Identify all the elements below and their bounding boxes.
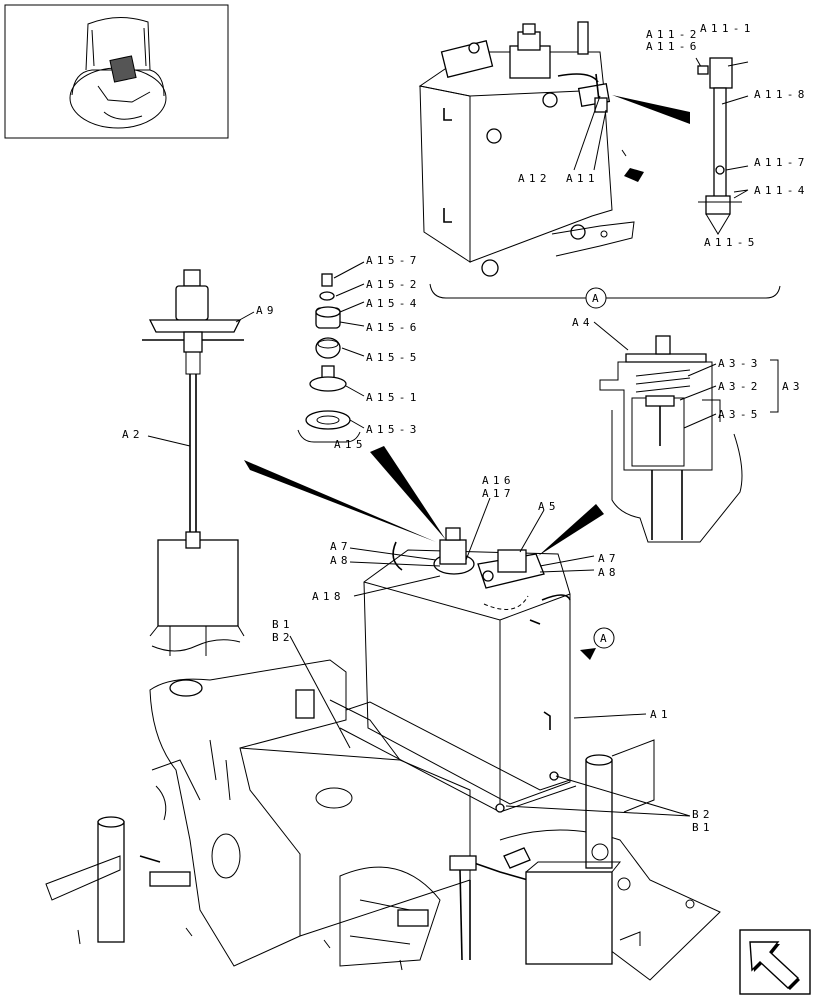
callout-b2-top: B2 <box>272 631 294 644</box>
callout-b1-bottom: B1 <box>692 821 714 834</box>
callout-a11-2: A11-2 <box>646 28 701 41</box>
callout-labels: A11-1 A11-2 A11-6 A11-8 A11-7 A11-4 A11-… <box>122 22 809 834</box>
callout-a3: A3 <box>782 380 804 393</box>
main-tank <box>339 527 577 813</box>
callout-a11-8: A11-8 <box>754 88 809 101</box>
callout-a11-5: A11-5 <box>704 236 759 249</box>
callout-a15-2: A15-2 <box>366 278 421 291</box>
callout-a1: A1 <box>650 708 672 721</box>
callout-a18: A18 <box>312 590 345 603</box>
callout-a11-6: A11-6 <box>646 40 701 53</box>
callout-a8-left: A8 <box>330 554 352 567</box>
callout-a11-1: A11-1 <box>700 22 755 35</box>
callout-a11: A11 <box>566 172 599 185</box>
callout-a17: A17 <box>482 487 515 500</box>
callout-a15-6: A15-6 <box>366 321 421 334</box>
machine-frame <box>45 659 721 981</box>
callout-a3-5: A3-5 <box>718 408 762 421</box>
callout-a15-1: A15-1 <box>366 391 421 404</box>
callout-a9: A9 <box>256 304 278 317</box>
callout-a15-3: A15-3 <box>366 423 421 436</box>
callout-a15: A15 <box>334 438 367 451</box>
callout-a5: A5 <box>538 500 560 513</box>
view-marker-side-label: A <box>600 632 607 645</box>
a11-component <box>695 57 742 235</box>
callout-a16: A16 <box>482 474 515 487</box>
leader-lines <box>147 61 779 817</box>
tank-top-view <box>418 21 690 277</box>
callout-b2-bottom: B2 <box>692 808 714 821</box>
a3-detail-view <box>599 335 743 543</box>
callout-a11-7: A11-7 <box>754 156 809 169</box>
callout-a8-right: A8 <box>598 566 620 579</box>
a2-rod-assembly <box>142 269 245 656</box>
arrow-icon <box>749 941 800 990</box>
callout-a2: A2 <box>122 428 144 441</box>
section-divider <box>429 283 781 299</box>
callout-a7-right: A7 <box>598 552 620 565</box>
callout-a7-left: A7 <box>330 540 352 553</box>
view-direction-wedges <box>244 446 604 660</box>
navigation-arrow-button[interactable] <box>739 929 811 995</box>
view-marker-main-label: A <box>592 292 599 305</box>
callout-a3-3: A3-3 <box>718 357 762 370</box>
machine-thumbnail <box>4 4 229 139</box>
callout-a4: A4 <box>572 316 594 329</box>
callout-a15-7: A15-7 <box>366 254 421 267</box>
a15-exploded-parts <box>297 273 361 443</box>
callout-a12: A12 <box>518 172 551 185</box>
callout-a15-4: A15-4 <box>366 297 421 310</box>
callout-b1-top: B1 <box>272 618 294 631</box>
view-marker-main: A <box>585 287 607 309</box>
view-marker-side: A <box>593 627 615 649</box>
callout-a15-5: A15-5 <box>366 351 421 364</box>
callout-a3-2: A3-2 <box>718 380 762 393</box>
callout-a11-4: A11-4 <box>754 184 809 197</box>
